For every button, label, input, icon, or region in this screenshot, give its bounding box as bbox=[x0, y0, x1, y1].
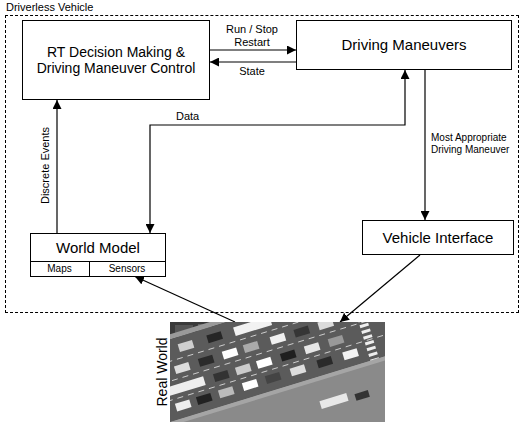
process-box: Vehicle Interface bbox=[362, 220, 514, 255]
arrow-connector bbox=[135, 277, 235, 323]
arrow-connector bbox=[424, 70, 425, 220]
node-label: RT Decision Making & Driving Maneuver Co… bbox=[28, 44, 204, 76]
edge-label: Run / Stop Restart bbox=[218, 23, 286, 48]
model-box: World ModelMaps Sensors bbox=[30, 233, 166, 277]
edge-label: State bbox=[222, 65, 282, 78]
arrow-connector bbox=[340, 255, 420, 322]
arrow-connector bbox=[56, 100, 57, 233]
model-cell: Maps bbox=[30, 261, 90, 277]
edge-label: Data bbox=[176, 110, 199, 123]
node-label: Driving Maneuvers bbox=[341, 36, 466, 53]
boundary-title: Driverless Vehicle bbox=[6, 1, 93, 14]
arrow-connector bbox=[210, 49, 296, 50]
arrow-connector bbox=[210, 61, 296, 62]
node-label: Vehicle Interface bbox=[383, 229, 494, 246]
edge-label: Most Appropriate Driving Maneuver bbox=[431, 132, 516, 155]
edge-label: Discrete Events bbox=[39, 121, 52, 211]
node-label: Maps bbox=[47, 263, 71, 275]
process-box: RT Decision Making & Driving Maneuver Co… bbox=[22, 20, 210, 100]
world-photo: Real World bbox=[170, 322, 385, 422]
process-box: Driving Maneuvers bbox=[296, 20, 512, 70]
node-label: World Model bbox=[31, 234, 165, 261]
model-cell: Sensors bbox=[89, 261, 166, 277]
world-label: Real World bbox=[154, 332, 170, 412]
node-label: Sensors bbox=[109, 263, 146, 275]
system-boundary: Driverless VehicleRT Decision Making & D… bbox=[5, 15, 519, 313]
street-photo bbox=[170, 322, 385, 422]
